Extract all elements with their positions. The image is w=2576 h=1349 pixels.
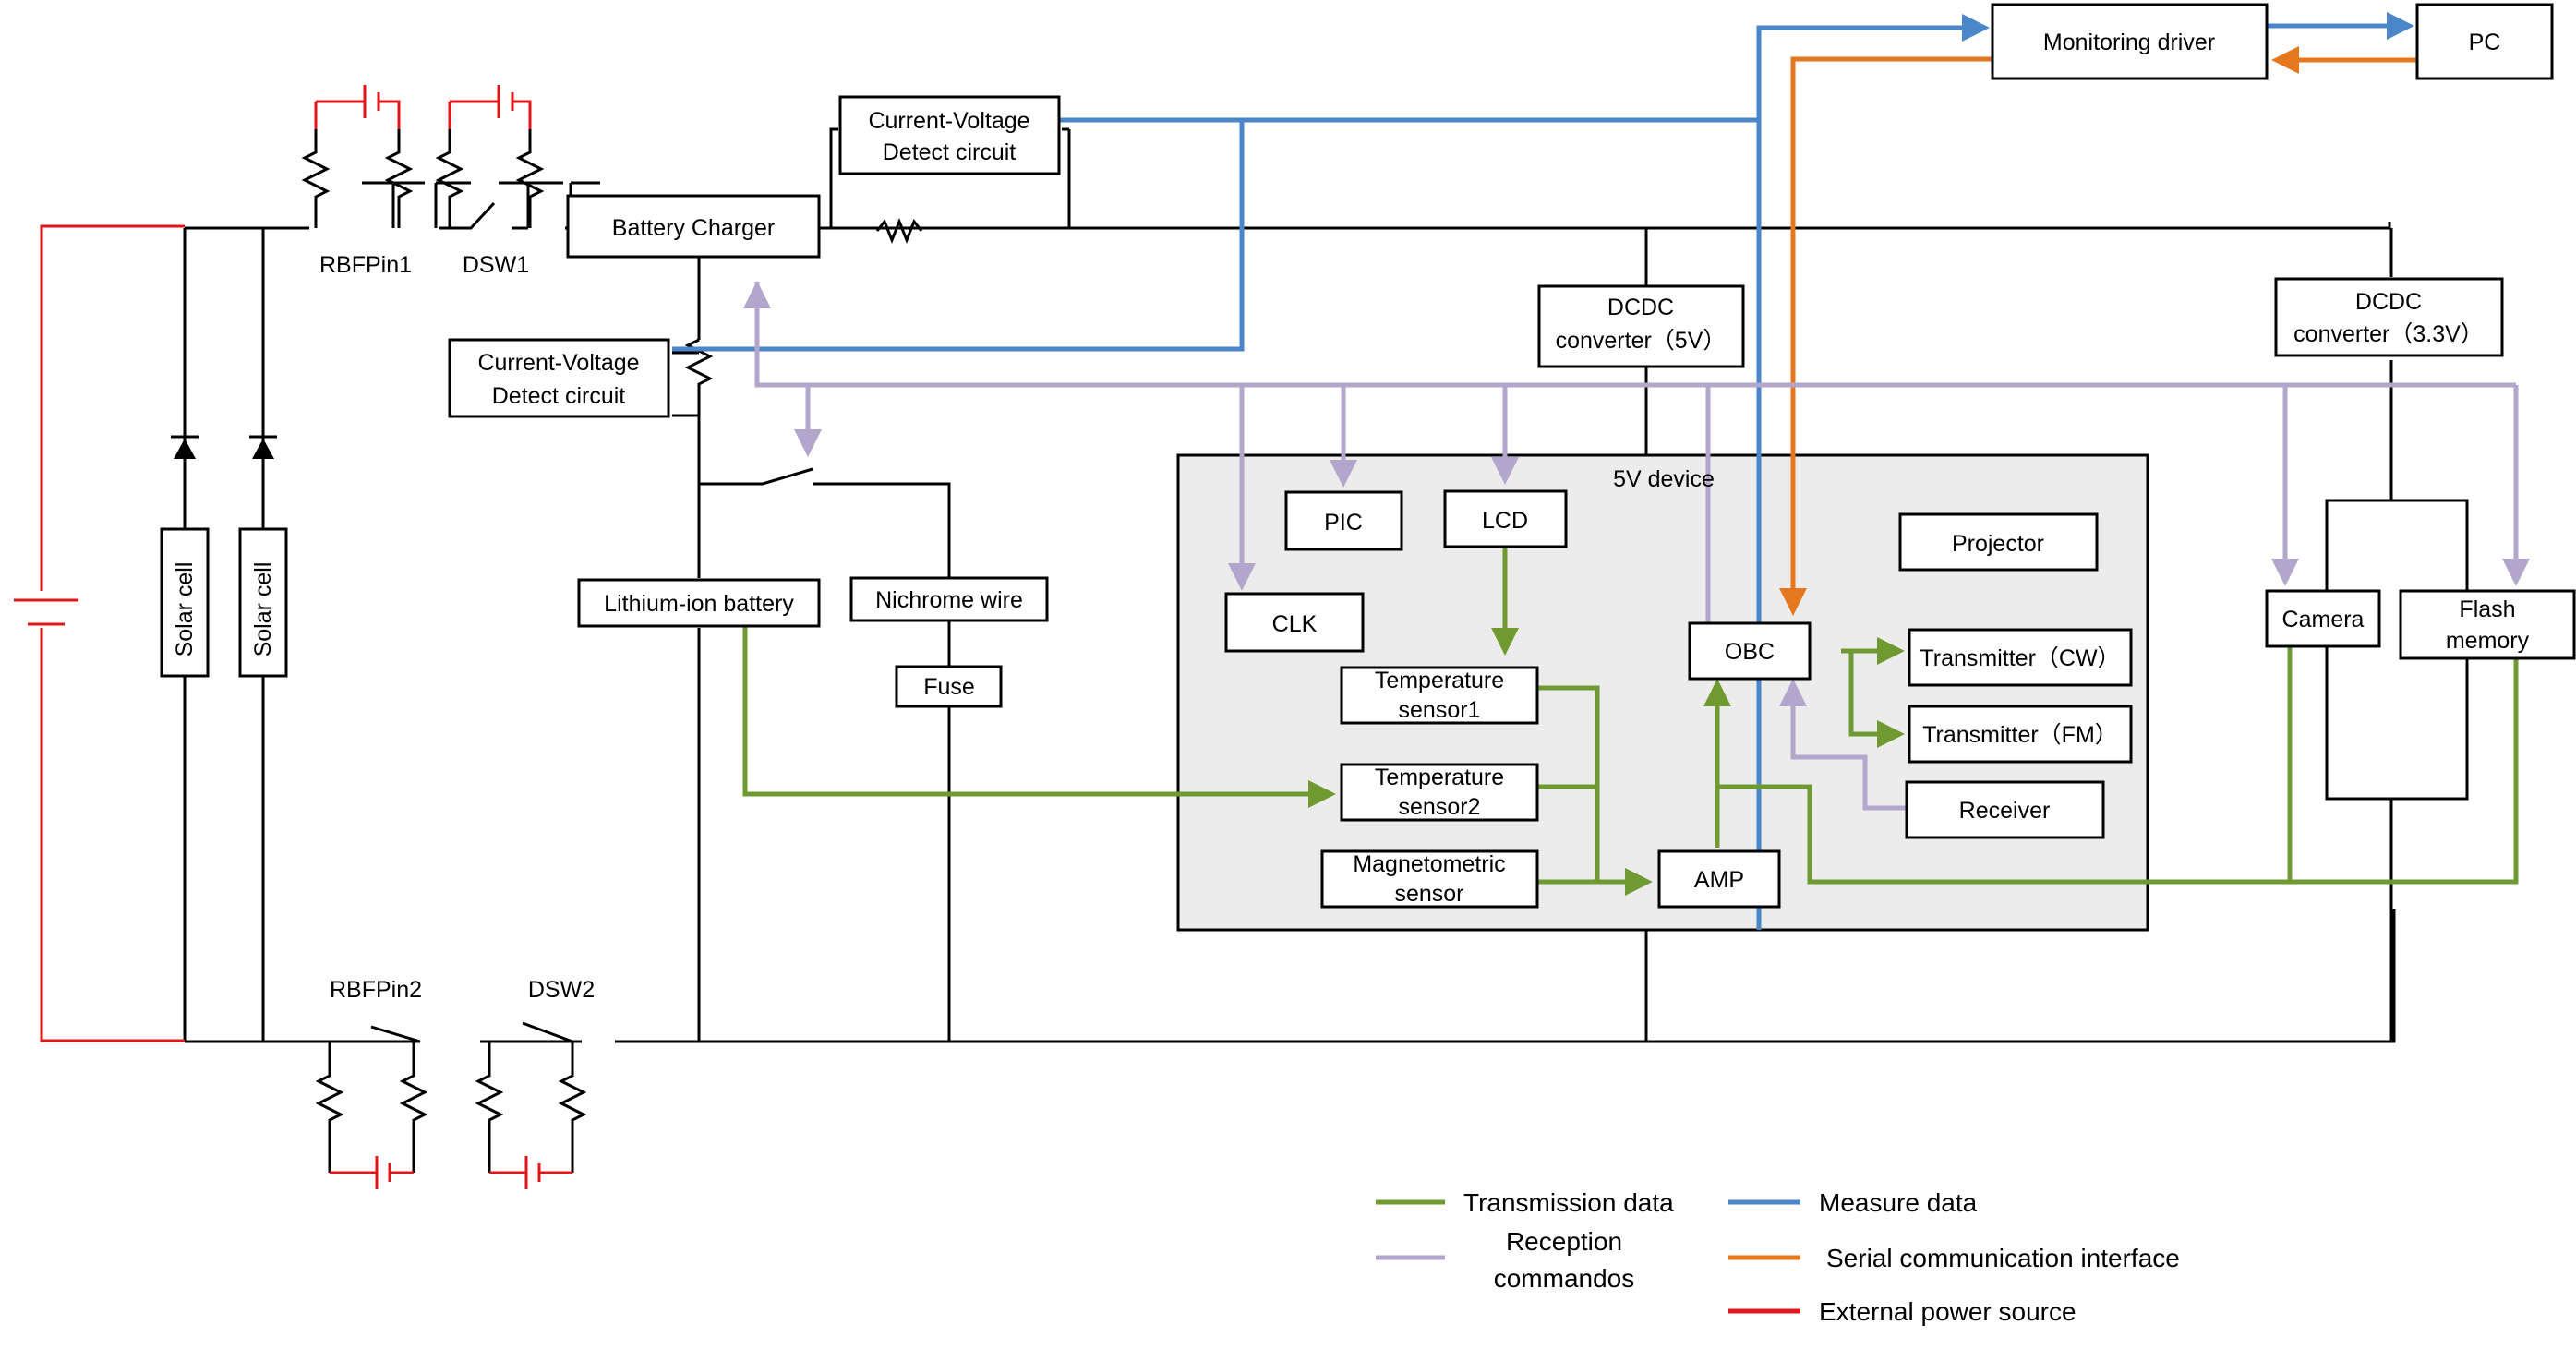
cv-detect-top-label-2: Detect circuit	[883, 139, 1017, 165]
resistors	[301, 129, 714, 1173]
solar-cell-1-label: Solar cell	[172, 562, 198, 657]
flash-memory-label-2: memory	[2446, 628, 2530, 654]
projector-label: Projector	[1952, 531, 2044, 557]
dcdc-33v-label-2: converter（3.3V）	[2293, 321, 2484, 347]
amp-label: AMP	[1694, 867, 1744, 893]
fuse-label: Fuse	[923, 674, 975, 700]
obc-box	[1688, 621, 1812, 681]
obc-label: OBC	[1725, 639, 1775, 665]
battery-charger-label: Battery Charger	[612, 215, 775, 241]
solar-cell-1-box	[160, 527, 210, 678]
reception-lines	[743, 281, 2530, 811]
tx-fm-label: Transmitter（FM）	[1922, 722, 2118, 748]
power-wiring	[183, 127, 2469, 1043]
legend-transmission: Transmission data	[1463, 1188, 1674, 1217]
projector-box	[1898, 512, 2099, 572]
legend: Transmission data Reception commandos Me…	[1376, 1188, 2180, 1326]
cv-detect-left-label-2: Detect circuit	[492, 383, 626, 409]
monitoring-driver-label: Monitoring driver	[2043, 30, 2215, 55]
dcdc-33v-label-1: DCDC	[2355, 289, 2422, 315]
temp-sensor-1-box	[1340, 666, 1539, 725]
mag-sensor-label-2: sensor	[1394, 881, 1463, 907]
dcdc-5v-label-1: DCDC	[1607, 295, 1674, 320]
dcdc-5v-label-2: converter（5V）	[1556, 328, 1727, 354]
temp-sensor-1-label-1: Temperature	[1375, 668, 1504, 693]
component-boxes	[160, 3, 2576, 909]
legend-external: External power source	[1819, 1297, 2076, 1326]
cv-detect-top-box	[838, 95, 1061, 175]
dcdc-33v-box	[2274, 277, 2504, 357]
receiver-box	[1905, 780, 2105, 839]
lcd-label: LCD	[1482, 508, 1528, 534]
temp-sensor-2-label-2: sensor2	[1399, 794, 1481, 820]
pc-box	[2415, 3, 2554, 80]
dcdc-5v-box	[1537, 284, 1745, 368]
tx-cw-box	[1908, 628, 2133, 687]
cv-detect-left-box	[448, 338, 670, 418]
external-power-wiring	[14, 85, 572, 1189]
lithium-battery-box	[577, 578, 821, 628]
monitoring-driver-box	[1991, 3, 2269, 80]
solar-cell-2-label: Solar cell	[250, 562, 276, 657]
amp-box	[1657, 849, 1781, 909]
legend-reception-2: commandos	[1494, 1264, 1635, 1293]
cv-detect-left-label-1: Current-Voltage	[477, 350, 639, 376]
flash-memory-box	[2399, 589, 2576, 660]
nichrome-wire-box	[849, 576, 1049, 622]
temp-sensor-2-box	[1340, 763, 1539, 822]
solar-cell-2-box	[238, 527, 288, 678]
camera-label: Camera	[2282, 607, 2365, 632]
clk-label: CLK	[1272, 611, 1318, 637]
receiver-label: Receiver	[1959, 798, 2051, 824]
pic-box	[1284, 490, 1403, 551]
tx-cw-label: Transmitter（CW）	[1920, 645, 2120, 671]
tx-fm-box	[1908, 705, 2133, 764]
five-v-device-label: 5V device	[1613, 466, 1715, 492]
camera-box	[2265, 589, 2381, 648]
lithium-battery-label: Lithium-ion battery	[604, 591, 794, 617]
legend-serial: Serial communication interface	[1826, 1244, 2180, 1272]
rbfpin2-label: RBFPin2	[330, 977, 422, 1003]
battery-charger-box	[566, 194, 821, 259]
flash-memory-label-1: Flash	[2459, 596, 2515, 622]
transmission-lines	[742, 547, 2519, 896]
clk-box	[1224, 592, 1365, 653]
diodes	[171, 435, 277, 459]
dsw1-label: DSW1	[463, 252, 529, 278]
temp-sensor-2-label-1: Temperature	[1375, 765, 1504, 790]
mag-sensor-box	[1320, 849, 1539, 909]
legend-measure: Measure data	[1819, 1188, 1978, 1217]
mag-sensor-label-1: Magnetometric	[1353, 851, 1505, 877]
box-labels: Monitoring driver PC Current-Voltage Det…	[172, 30, 2530, 1003]
rbfpin1-label: RBFPin1	[319, 252, 412, 278]
legend-reception-1: Reception	[1506, 1227, 1622, 1256]
pc-label: PC	[2469, 30, 2501, 55]
temp-sensor-1-label-2: sensor1	[1399, 697, 1481, 723]
nichrome-wire-label: Nichrome wire	[875, 587, 1023, 613]
serial-lines	[1779, 46, 2417, 616]
cv-detect-top-label-1: Current-Voltage	[868, 108, 1029, 134]
fuse-box	[895, 665, 1003, 708]
lcd-box	[1443, 489, 1568, 548]
pic-label: PIC	[1324, 510, 1363, 536]
dsw2-label: DSW2	[528, 977, 595, 1003]
